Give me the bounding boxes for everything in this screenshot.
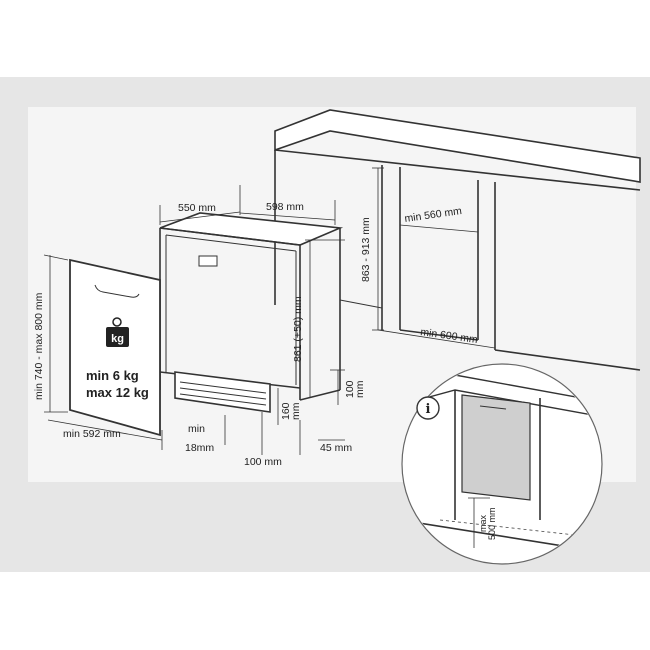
- label-panel-width: min 592 mm: [63, 428, 121, 440]
- label-width: 598 mm: [266, 201, 304, 213]
- dimension-lines: [43, 167, 496, 455]
- furniture-door-panel: [69, 258, 161, 437]
- label-plinth-height: 160 mm: [280, 400, 302, 420]
- label-inset-max: max 500 mm: [478, 507, 497, 540]
- control-panel-display: [198, 255, 218, 267]
- label-weight-min: min 6 kg: [86, 368, 139, 383]
- label-depth: 550 mm: [178, 202, 216, 214]
- label-plinth-offset: 45 mm: [320, 442, 352, 454]
- label-plinth-height-line1: 160: [280, 402, 292, 420]
- info-icon-label: i: [426, 402, 431, 417]
- kitchen-cabinet: [274, 109, 641, 371]
- label-plinth-adjust-line2: mm: [354, 380, 366, 398]
- label-plinth-adjust-line1: 100: [344, 380, 356, 398]
- label-inset-max-line1: max: [478, 514, 488, 532]
- label-niche-height: 863 - 913 mm: [360, 217, 372, 282]
- label-appliance-height: 861 (+50) mm: [292, 296, 304, 362]
- info-icon: [416, 396, 440, 420]
- label-plinth-adjust: 100 mm: [344, 378, 366, 398]
- inset-door-panel: [461, 394, 531, 501]
- label-weight-max: max 12 kg: [86, 385, 149, 400]
- weight-icon: kg: [106, 317, 129, 347]
- label-gap: 18mm: [185, 442, 214, 454]
- detail-inset: i: [401, 363, 603, 565]
- weight-icon-label: kg: [111, 333, 124, 345]
- label-inset-max-line2: 500 mm: [487, 507, 497, 540]
- label-panel-height: min 740 - max 800 mm: [33, 292, 45, 400]
- label-plinth-depth: 100 mm: [244, 456, 282, 468]
- label-min-word: min: [188, 423, 205, 435]
- plinth: [174, 371, 271, 413]
- label-plinth-height-line2: mm: [290, 402, 302, 420]
